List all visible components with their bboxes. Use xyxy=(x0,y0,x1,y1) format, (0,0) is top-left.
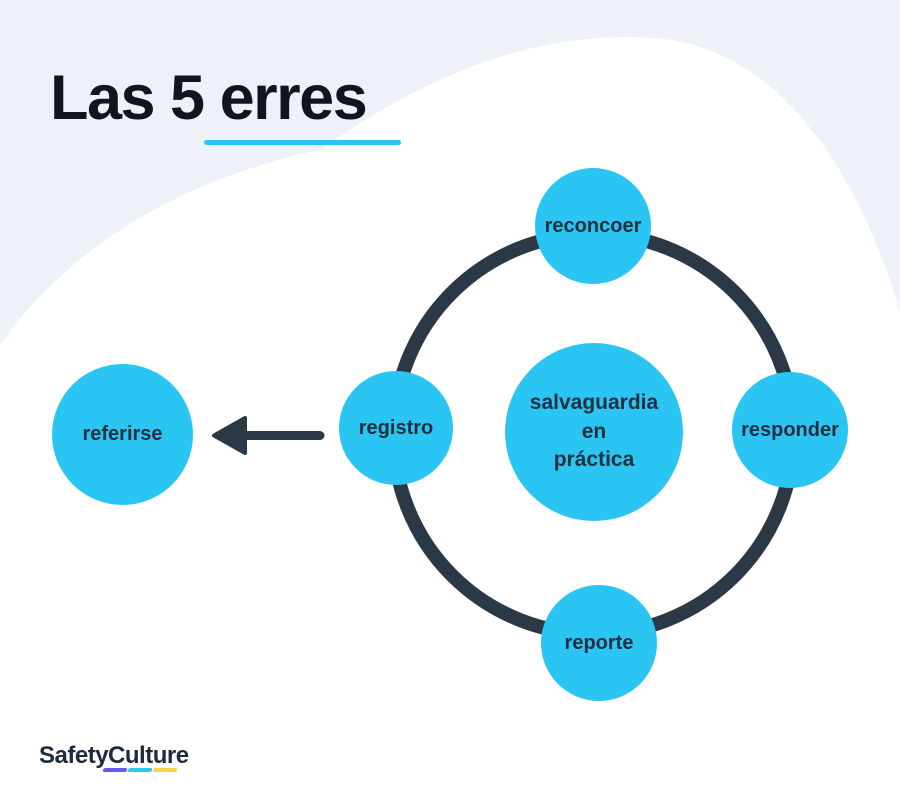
logo-text-safety: Safety xyxy=(39,742,109,769)
safetyculture-logo: SafetyCulture xyxy=(39,742,189,772)
node-registro: registro xyxy=(339,371,453,485)
node-referirse: referirse xyxy=(52,364,193,505)
arrow-head-icon xyxy=(212,416,247,455)
page-title: Las 5 erres xyxy=(50,63,368,133)
node-reconcoer: reconcoer xyxy=(535,168,651,284)
node-center-label: salvaguardia en práctica xyxy=(529,391,659,472)
title-underline xyxy=(204,140,401,145)
node-center-salvaguardia: salvaguardia en práctica xyxy=(505,343,683,521)
logo-underline-cyan xyxy=(127,768,153,772)
logo-underline-purple xyxy=(102,768,128,772)
node-reporte: reporte xyxy=(541,585,657,701)
logo-text-culture: Culture xyxy=(108,742,189,769)
node-responder: responder xyxy=(732,372,848,488)
logo-underline xyxy=(102,768,178,772)
logo-underline-yellow xyxy=(152,768,178,772)
